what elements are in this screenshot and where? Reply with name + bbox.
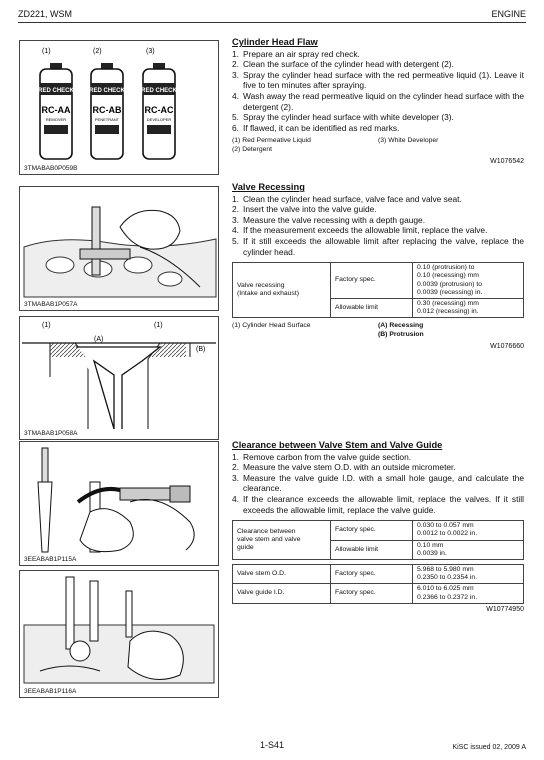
step-item: 1.Clean the cylinder head surface, valve…: [232, 193, 462, 204]
figure-depth-gauge: 3TMABAB1P057A: [19, 186, 219, 311]
valve-section-illustration: (1) (1) (A) (B): [22, 322, 216, 430]
legend-notes: (1) Cylinder Head Surface(A) Recessing (…: [232, 322, 424, 339]
label-b: (B): [196, 346, 205, 353]
can-1-code: RC-AA: [42, 105, 71, 115]
label-2: (2): [93, 48, 102, 55]
section-title: Clearance between Valve Stem and Valve G…: [232, 440, 443, 450]
step-item: 2.Measure the valve stem O.D. with an ou…: [232, 462, 456, 473]
section-cylinder-head-flaw: Cylinder Head Flaw 1.Prepare an air spra…: [232, 37, 524, 168]
label-1: (1): [42, 48, 51, 55]
depth-gauge-illustration: [23, 206, 217, 298]
reference-code: W1076660: [490, 343, 524, 351]
step-item: 3.Measure the valve guide I.D. with a sm…: [232, 472, 524, 494]
header-rule: [18, 22, 526, 23]
step-item: 6.If flawed, it can be identified as red…: [232, 122, 400, 133]
section-title: Valve Recessing: [232, 182, 305, 192]
reference-code: W1076542: [490, 158, 524, 166]
step-item: 2.Clean the surface of the cylinder head…: [232, 59, 454, 70]
step-item: 2.Insert the valve into the valve guide.: [232, 204, 377, 215]
can-3-sub: DEVELOPER: [147, 117, 172, 122]
header-section: ENGINE: [491, 9, 526, 19]
issue-info: KiSC issued 02, 2009 A: [452, 744, 526, 751]
figure-hole-gauge: 3EEABAB1P116A: [19, 570, 219, 698]
can-3-code: RC-AC: [145, 105, 174, 115]
step-list: 1.Clean the cylinder head surface, valve…: [232, 194, 524, 258]
spec-table: Valve recessing (Intake and exhaust) Fac…: [232, 262, 524, 319]
label-3: (3): [146, 48, 155, 55]
step-list: 1.Remove carbon from the valve guide sec…: [232, 452, 524, 516]
can-1-sub: REMOVER: [46, 117, 66, 122]
header-model: ZD221, WSM: [18, 9, 73, 19]
legend-notes: (1) Red Permeative Liquid(3) White Devel…: [232, 137, 439, 154]
can-2-icon: RED CHECK RC-AB PENETRANT: [89, 63, 126, 160]
figure-caption: 3EEABAB1P116A: [24, 688, 77, 695]
step-item: 1.Remove carbon from the valve guide sec…: [232, 451, 412, 462]
section-title: Cylinder Head Flaw: [232, 37, 318, 47]
figure-caption: 3EEABAB1P115A: [24, 556, 77, 563]
label-1a: (1): [42, 322, 51, 329]
can-2-sub: PENETRANT: [95, 117, 120, 122]
figure-micrometer: 3EEABAB1P115A: [19, 441, 219, 566]
step-item: 3.Measure the valve recessing with a dep…: [232, 214, 426, 225]
step-item: 4.Wash away the read permeative liquid o…: [232, 90, 524, 112]
spray-cans-illustration: (1) (2) (3) RED CHECK RC-AA REMOVER RED …: [38, 48, 178, 160]
can-2-brand: RED CHECK: [89, 88, 125, 94]
figure-caption: 3TMABAB1P058A: [24, 430, 78, 437]
step-item: 5.Spray the cylinder head surface with w…: [232, 112, 454, 123]
can-3-brand: RED CHECK: [141, 88, 177, 94]
step-list: 1.Prepare an air spray red check. 2.Clea…: [232, 49, 524, 134]
step-item: 4.If the measurement exceeds the allowab…: [232, 225, 488, 236]
step-item: 4.If the clearance exceeds the allowable…: [232, 493, 524, 515]
step-item: 3.Spray the cylinder head surface with t…: [232, 69, 524, 91]
page-number: 1-S41: [259, 740, 285, 750]
figure-valve-section: (1) (1) (A) (B) 3TMABAB1P058A: [19, 316, 219, 440]
label-1b: (1): [154, 322, 163, 329]
figure-caption: 3TMABAB0P059B: [24, 165, 78, 172]
can-3-icon: RED CHECK RC-AC DEVELOPER: [141, 63, 178, 160]
can-2-code: RC-AB: [93, 105, 122, 115]
micrometer-illustration: [37, 447, 195, 553]
step-item: 1.Prepare an air spray red check.: [232, 48, 360, 59]
figure-caption: 3TMABAB1P057A: [24, 301, 78, 308]
clearance-table: Clearance between valve stem and valve g…: [232, 520, 524, 560]
can-1-icon: RED CHECK RC-AA REMOVER: [38, 63, 75, 160]
can-1-brand: RED CHECK: [38, 88, 74, 94]
section-valve-clearance: Clearance between Valve Stem and Valve G…: [232, 440, 524, 615]
label-a: (A): [94, 336, 103, 343]
section-valve-recessing: Valve Recessing 1.Clean the cylinder hea…: [232, 182, 524, 353]
dimension-table: Valve stem O.D. Factory spec. 5.968 to 5…: [232, 563, 524, 604]
hole-gauge-illustration: [23, 576, 215, 684]
step-item: 5.If it still exceeds the allowable limi…: [232, 235, 524, 257]
figure-spray-cans: (1) (2) (3) RED CHECK RC-AA REMOVER RED …: [19, 40, 219, 175]
reference-code: W10774950: [486, 605, 524, 613]
